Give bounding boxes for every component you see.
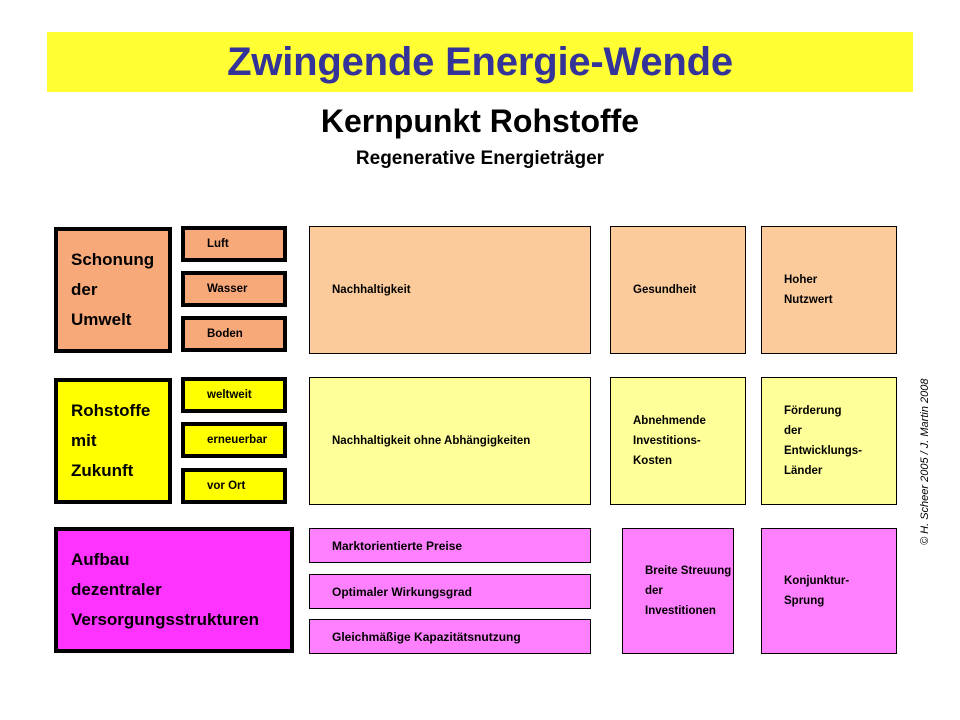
theme-card-line: Aufbau — [71, 550, 130, 569]
card-abnehmende-investitionskosten[interactable]: Abnehmende Investitions- Kosten — [610, 377, 746, 505]
theme-card-umwelt[interactable]: Schonung der Umwelt — [54, 227, 172, 353]
theme-card-line: Schonung — [71, 250, 155, 269]
chip-label: Boden — [207, 328, 243, 340]
card-line: Förderung — [784, 405, 842, 417]
page-title: Zwingende Energie-Wende — [227, 40, 733, 84]
theme-card-line: mit — [71, 431, 97, 450]
bar-label: Optimaler Wirkungsgrad — [332, 584, 472, 599]
card-line: Kosten — [633, 455, 672, 467]
theme-card-line: dezentraler — [71, 580, 162, 599]
card-line: der — [645, 585, 663, 597]
card-konjunktur-sprung[interactable]: Konjunktur- Sprung — [761, 528, 897, 654]
chip-luft[interactable]: Luft — [181, 226, 287, 262]
chip-label: Wasser — [207, 283, 248, 295]
wide-card-line: Nachhaltigkeit ohne Abhängigkeiten — [332, 435, 531, 447]
theme-card-line: Versorgungsstrukturen — [71, 610, 259, 629]
card-line: Konjunktur- — [784, 575, 850, 587]
chip-wasser[interactable]: Wasser — [181, 271, 287, 307]
bar-optimaler-wirkungsgrad[interactable]: Optimaler Wirkungsgrad — [309, 574, 591, 609]
card-line: Abnehmende — [633, 415, 706, 427]
card-line: Investitionen — [645, 605, 716, 617]
chip-label: vor Ort — [207, 480, 246, 492]
copyright-notice: © H. Scheer 2005 / J. Martin 2008 — [919, 378, 931, 545]
chip-erneuerbar[interactable]: erneuerbar — [181, 422, 287, 458]
chip-label: weltweit — [207, 389, 252, 401]
card-line: der — [784, 425, 802, 437]
card-line: Sprung — [784, 595, 825, 607]
theme-card-line: Zukunft — [71, 461, 134, 480]
card-gesundheit[interactable]: Gesundheit — [610, 226, 746, 354]
chip-boden[interactable]: Boden — [181, 316, 287, 352]
bar-label: Marktorientierte Preise — [332, 538, 463, 553]
theme-card-rohstoffe[interactable]: Rohstoffe mit Zukunft — [54, 378, 172, 504]
wide-card-line: Nachhaltigkeit — [332, 284, 411, 296]
card-line: Hoher — [784, 274, 818, 286]
theme-card-versorgung[interactable]: Aufbau dezentraler Versorgungsstrukturen — [54, 527, 294, 653]
card-foerderung-entwicklungslaender[interactable]: Förderung der Entwicklungs- Länder — [761, 377, 897, 505]
card-breite-streuung[interactable]: Breite Streuung der Investitionen — [622, 528, 734, 654]
card-line: Nutzwert — [784, 294, 833, 306]
bar-gleichmaessige-kapazitaetsnutzung[interactable]: Gleichmäßige Kapazitätsnutzung — [309, 619, 591, 654]
card-line: Breite Streuung — [645, 565, 732, 577]
theme-card-line: Rohstoffe — [71, 401, 151, 420]
title-banner: Zwingende Energie-Wende — [47, 32, 913, 92]
bar-marktorientierte-preise[interactable]: Marktorientierte Preise — [309, 528, 591, 563]
theme-card-line: Umwelt — [71, 310, 132, 329]
chip-label: erneuerbar — [207, 434, 268, 446]
wide-card-nachhaltigkeit[interactable]: Nachhaltigkeit — [309, 226, 591, 354]
theme-card-line: der — [71, 280, 98, 299]
card-line: Länder — [784, 465, 823, 477]
card-line: Investitions- — [633, 435, 701, 447]
card-line: Entwicklungs- — [784, 445, 862, 457]
chip-label: Luft — [207, 238, 229, 250]
subtitle-secondary: Regenerative Energieträger — [355, 148, 605, 169]
subtitle-primary: Kernpunkt Rohstoffe — [320, 103, 640, 139]
card-hoher-nutzwert[interactable]: Hoher Nutzwert — [761, 226, 897, 354]
wide-card-nachhaltigkeit-ohne-abhaengigkeiten[interactable]: Nachhaltigkeit ohne Abhängigkeiten — [309, 377, 591, 505]
chip-vor-ort[interactable]: vor Ort — [181, 468, 287, 504]
chip-weltweit[interactable]: weltweit — [181, 377, 287, 413]
bar-label: Gleichmäßige Kapazitätsnutzung — [332, 629, 521, 644]
card-line: Gesundheit — [633, 284, 697, 296]
